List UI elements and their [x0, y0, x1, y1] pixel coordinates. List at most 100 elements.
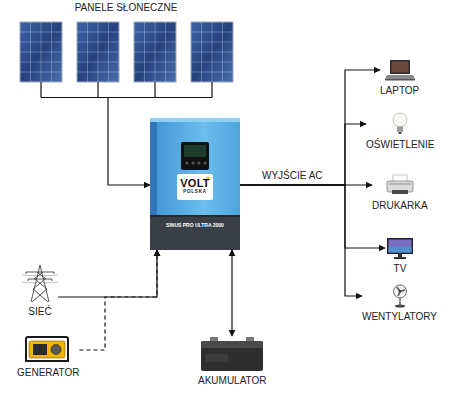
drawing-part — [20, 32, 62, 33]
drawing-part — [211, 82, 212, 98]
edge-label: WYJŚCIE AC — [262, 170, 323, 182]
drawing-part — [399, 132, 402, 134]
device-label: OŚWIETLENIE — [366, 139, 434, 151]
drawing-part — [154, 82, 155, 98]
drawing-part — [191, 72, 233, 73]
drawing-part — [390, 60, 410, 74]
drawing-part — [393, 113, 407, 127]
drawing-part — [22, 265, 58, 302]
drawing-part — [394, 257, 406, 259]
drawing-part — [51, 345, 61, 355]
drawing-part — [77, 22, 119, 82]
device-icon — [385, 284, 415, 308]
drawing-part — [181, 142, 209, 170]
connector — [240, 185, 362, 296]
drawing-part — [397, 126, 403, 132]
device-node: WENTYLATORY — [362, 284, 437, 323]
drawing-part — [399, 298, 400, 305]
drawing-part — [191, 62, 233, 63]
drawing-part — [33, 344, 47, 355]
drawing-part — [97, 82, 98, 98]
drawing-part — [391, 62, 408, 73]
drawing-part — [20, 72, 62, 73]
edge-label-box: WYJŚCIE AC — [262, 170, 323, 182]
brand-logo: VOLT — [180, 177, 210, 189]
drawing-part — [20, 62, 62, 63]
device-icon — [12, 18, 240, 98]
drawing-part — [150, 118, 240, 250]
drawing-part — [26, 272, 54, 281]
drawing-part — [397, 287, 405, 296]
device-node: LAPTOP — [380, 58, 419, 97]
drawing-part — [20, 42, 62, 43]
drawing-part — [134, 32, 176, 33]
solar-panels: PANELE SŁONECZNE — [12, 2, 240, 98]
drawing-part — [191, 32, 233, 33]
device-icon — [385, 112, 415, 136]
device-label: AKUMULATOR — [198, 375, 267, 387]
device-node: GENERATOR — [17, 334, 79, 379]
drawing-part — [385, 79, 415, 81]
drawing-part — [77, 62, 119, 63]
drawing-part — [40, 82, 41, 98]
device-label: GENERATOR — [17, 367, 79, 379]
drawing-part — [29, 341, 65, 358]
drawing-part — [389, 183, 411, 185]
device-icon — [385, 173, 415, 197]
device-label: TV — [394, 263, 407, 275]
drawing-part — [191, 52, 233, 53]
device-node: TV — [385, 236, 415, 275]
drawing-part — [134, 22, 176, 82]
drawing-part — [393, 285, 406, 298]
drawing-part — [31, 265, 49, 302]
group-heading: PANELE SŁONECZNE — [75, 2, 178, 14]
drawing-part — [191, 42, 233, 43]
brand-subtitle: POLSKA — [183, 189, 207, 195]
drawing-part — [395, 305, 405, 308]
drawing-part — [134, 62, 176, 63]
drawing-part — [191, 22, 233, 82]
device-label: DRUKARKA — [372, 200, 428, 212]
connector — [108, 97, 150, 185]
drawing-part — [201, 341, 263, 348]
drawing-part — [387, 238, 413, 254]
drawing-part — [77, 72, 119, 73]
drawing-part — [389, 247, 412, 253]
drawing-part — [20, 22, 62, 82]
drawing-part — [397, 130, 403, 131]
drawing-part — [25, 360, 69, 362]
drawing-part — [20, 52, 62, 53]
inverter-device: VOLTPOLSKA SINUS PRO ULTRA 2000 — [150, 118, 240, 250]
connector — [240, 185, 385, 248]
drawing-part — [134, 72, 176, 73]
device-icon — [385, 236, 415, 260]
drawing-part — [201, 341, 263, 371]
drawing-part — [77, 42, 119, 43]
drawing-part — [246, 337, 254, 341]
drawing-part — [150, 215, 240, 217]
device-node: OŚWIETLENIE — [366, 112, 434, 151]
drawing-part — [210, 337, 218, 341]
drawing-part — [177, 174, 213, 200]
device-icon — [198, 336, 266, 372]
device-label: SIEĆ — [28, 306, 51, 318]
drawing-part — [389, 240, 412, 253]
drawing-part — [398, 254, 402, 257]
drawing-part — [392, 190, 408, 194]
drawing-part — [385, 75, 415, 79]
device-node: AKUMULATOR — [198, 336, 267, 387]
device-label: LAPTOP — [380, 85, 419, 97]
drawing-part — [203, 161, 206, 164]
drawing-part — [150, 215, 240, 250]
drawing-part — [191, 161, 194, 164]
drawing-part — [206, 354, 228, 362]
model-name: SINUS PRO ULTRA 2000 — [166, 222, 224, 228]
device-node: DRUKARKA — [372, 173, 428, 212]
drawing-part — [26, 337, 68, 361]
device-label: WENTYLATORY — [362, 311, 437, 323]
connector — [231, 250, 232, 336]
device-icon — [385, 58, 415, 82]
drawing-part — [397, 128, 403, 129]
drawing-part — [197, 161, 200, 164]
